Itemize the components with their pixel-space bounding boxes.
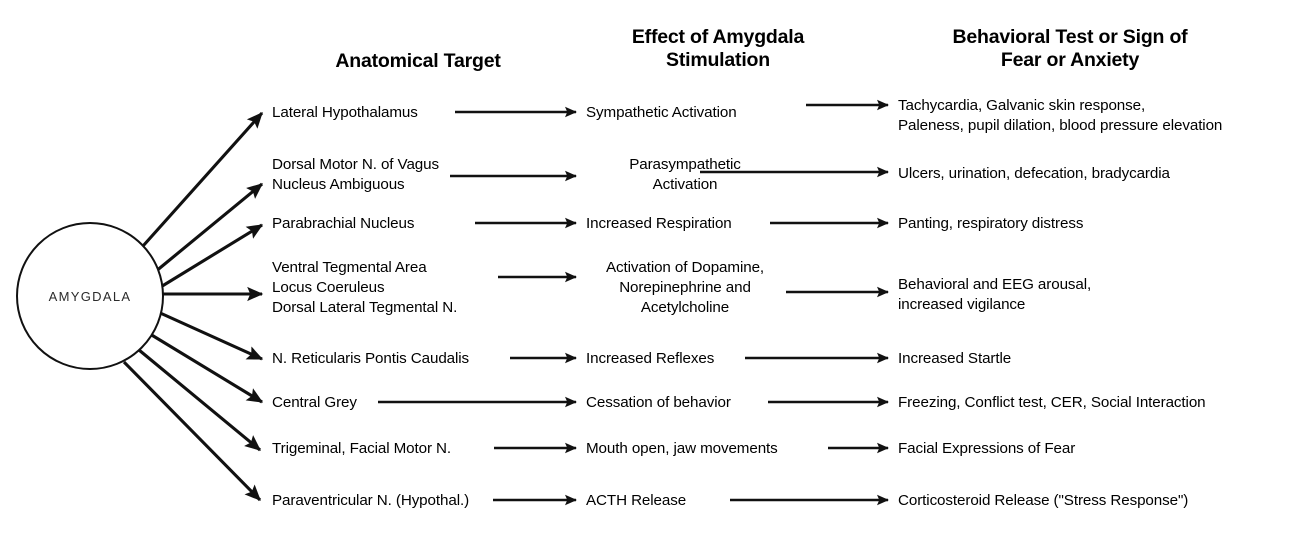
target-label-3: Parabrachial Nucleus — [272, 215, 415, 232]
amygdala-node-label: AMYGDALA — [48, 288, 132, 304]
target-label-7: Trigeminal, Facial Motor N. — [272, 440, 452, 457]
target-label-5: N. Reticularis Pontis Caudalis — [272, 350, 470, 367]
behavior-label-1: Tachycardia, Galvanic skin response, Pal… — [898, 97, 1223, 135]
effect-label-3: Increased Respiration — [586, 215, 732, 232]
spoke-arrow-8 — [122, 360, 262, 502]
effect-label-6: Cessation of behavior — [586, 394, 731, 411]
effect-label-2: Parasympathetic Activation — [629, 156, 741, 194]
spoke-arrow-2 — [154, 182, 263, 274]
target-label-4: Ventral Tegmental Area Locus Coeruleus D… — [272, 259, 458, 317]
target-label-2: Dorsal Motor N. of Vagus Nucleus Ambiguo… — [272, 156, 439, 194]
target-label-6: Central Grey — [272, 394, 357, 411]
effect-label-7: Mouth open, jaw movements — [586, 440, 778, 457]
target-label-8: Paraventricular N. (Hypothal.) — [272, 492, 470, 509]
effect-label-1: Sympathetic Activation — [586, 104, 737, 121]
spoke-arrow-3 — [158, 223, 264, 290]
spoke-arrow-6 — [149, 332, 264, 404]
behavior-label-2: Ulcers, urination, defecation, bradycard… — [898, 165, 1170, 182]
column-header-anatomical-target: Anatomical Target — [335, 50, 501, 72]
column-header-behavioral-test-or-sign: Behavioral Test or Sign of Fear or Anxie… — [952, 26, 1188, 71]
behavior-label-6: Freezing, Conflict test, CER, Social Int… — [898, 394, 1206, 411]
spoke-arrow-1 — [141, 111, 264, 248]
behavior-label-7: Facial Expressions of Fear — [898, 440, 1076, 457]
spoke-arrow-5 — [157, 310, 264, 361]
behavior-label-8: Corticosteroid Release ("Stress Response… — [898, 492, 1189, 509]
behavior-label-5: Increased Startle — [898, 350, 1012, 367]
spoke-arrow-7 — [138, 348, 261, 452]
effect-label-5: Increased Reflexes — [586, 350, 715, 367]
effect-label-8: ACTH Release — [586, 492, 687, 509]
behavior-label-4: Behavioral and EEG arousal, increased vi… — [898, 276, 1092, 314]
behavior-label-3: Panting, respiratory distress — [898, 215, 1084, 232]
column-header-effect-of-amygdala-stimulation: Effect of Amygdala Stimulation — [631, 26, 805, 71]
target-label-1: Lateral Hypothalamus — [272, 104, 418, 121]
amygdala-node: AMYGDALA — [16, 222, 164, 370]
effect-label-4: Activation of Dopamine, Norepinephrine a… — [605, 259, 765, 317]
